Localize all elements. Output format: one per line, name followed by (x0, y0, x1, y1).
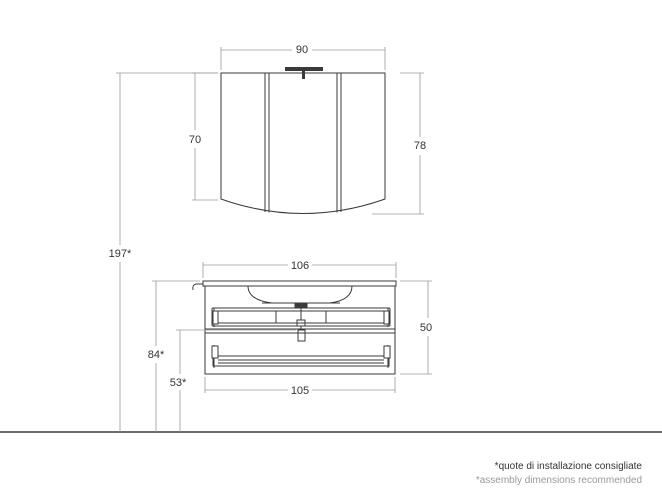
dim-mirror-total-height (372, 72, 424, 215)
mirror-outline (220, 72, 386, 214)
dim-mirror-width (220, 47, 386, 70)
dim-label-cabinet-install-height: 84* (148, 349, 165, 361)
dim-label-mirror-total-height: 78 (414, 140, 426, 152)
dim-label-mirror-width: 90 (296, 44, 308, 56)
basin (247, 285, 353, 304)
countertop (202, 280, 397, 287)
dim-label-cabinet-top-width: 106 (291, 260, 309, 272)
dim-label-total-height: 197* (109, 248, 132, 260)
dim-label-drain-height: 53* (170, 377, 187, 389)
note-installation-english: *assembly dimensions recommended (475, 475, 642, 486)
dim-label-cabinet-height: 50 (420, 322, 432, 334)
dim-label-cabinet-bottom-width: 105 (291, 385, 309, 397)
dim-cabinet-height (400, 280, 432, 375)
lamp-icon (285, 67, 323, 79)
note-installation-italian: *quote di installazione consigliate (494, 461, 642, 472)
dim-drain-height (176, 329, 296, 432)
towel-hook-icon (192, 283, 203, 291)
vanity-cabinet (192, 280, 397, 375)
dim-cabinet-bottom-width (204, 377, 396, 393)
dim-label-mirror-inner-height: 70 (189, 134, 201, 146)
lower-drawer (212, 355, 390, 367)
dim-cabinet-top-width (202, 262, 397, 278)
mirror-cabinet (220, 72, 386, 214)
dim-total-height (116, 72, 218, 432)
drawer-handles (211, 310, 391, 359)
siphon-icon (294, 302, 308, 342)
dim-cabinet-install-height (152, 280, 200, 432)
